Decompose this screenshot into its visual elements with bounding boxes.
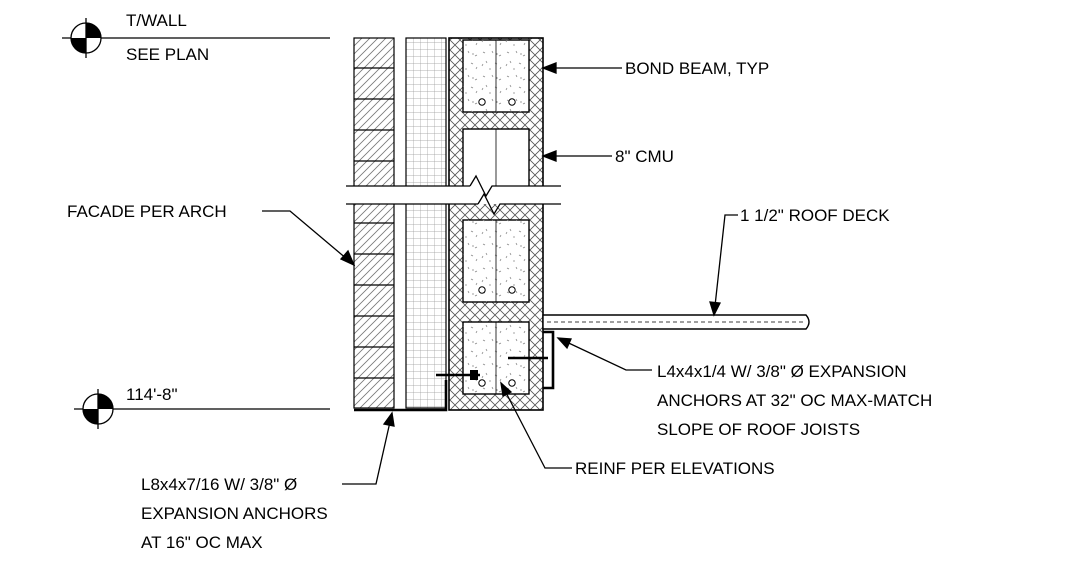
- facade-angle-label-1: L8x4x7/16 W/ 3/8" Ø: [141, 475, 297, 494]
- twall-label: T/WALL: [126, 11, 187, 30]
- facade-label: FACADE PER ARCH: [67, 202, 227, 221]
- bond-beam-label: BOND BEAM, TYP: [625, 59, 769, 78]
- break-line: [346, 174, 561, 216]
- roof-angle-label-3: SLOPE OF ROOF JOISTS: [657, 420, 860, 439]
- cmu-wall: [448, 37, 544, 411]
- elevation-label: 114'-8": [126, 385, 178, 404]
- level-marker-top: [62, 18, 330, 58]
- see-plan-label: SEE PLAN: [126, 45, 209, 64]
- roof-angle-label-2: ANCHORS AT 32" OC MAX-MATCH: [657, 391, 932, 410]
- roof-angle: [508, 330, 555, 390]
- facade-angle: [354, 370, 480, 412]
- roof-deck: [542, 314, 810, 330]
- level-marker-bottom: [74, 389, 330, 429]
- roof-angle-label-1: L4x4x1/4 W/ 3/8" Ø EXPANSION: [657, 362, 906, 381]
- cmu-label: 8" CMU: [615, 147, 674, 166]
- roof-deck-label: 1 1/2" ROOF DECK: [740, 206, 890, 225]
- facade-angle-label-3: AT 16" OC MAX: [141, 533, 263, 552]
- facade-angle-label-2: EXPANSION ANCHORS: [141, 504, 328, 523]
- reinf-label: REINF PER ELEVATIONS: [575, 459, 775, 478]
- cavity-insulation: [405, 37, 447, 409]
- brick-facade: [353, 37, 395, 409]
- leaders: [262, 62, 738, 485]
